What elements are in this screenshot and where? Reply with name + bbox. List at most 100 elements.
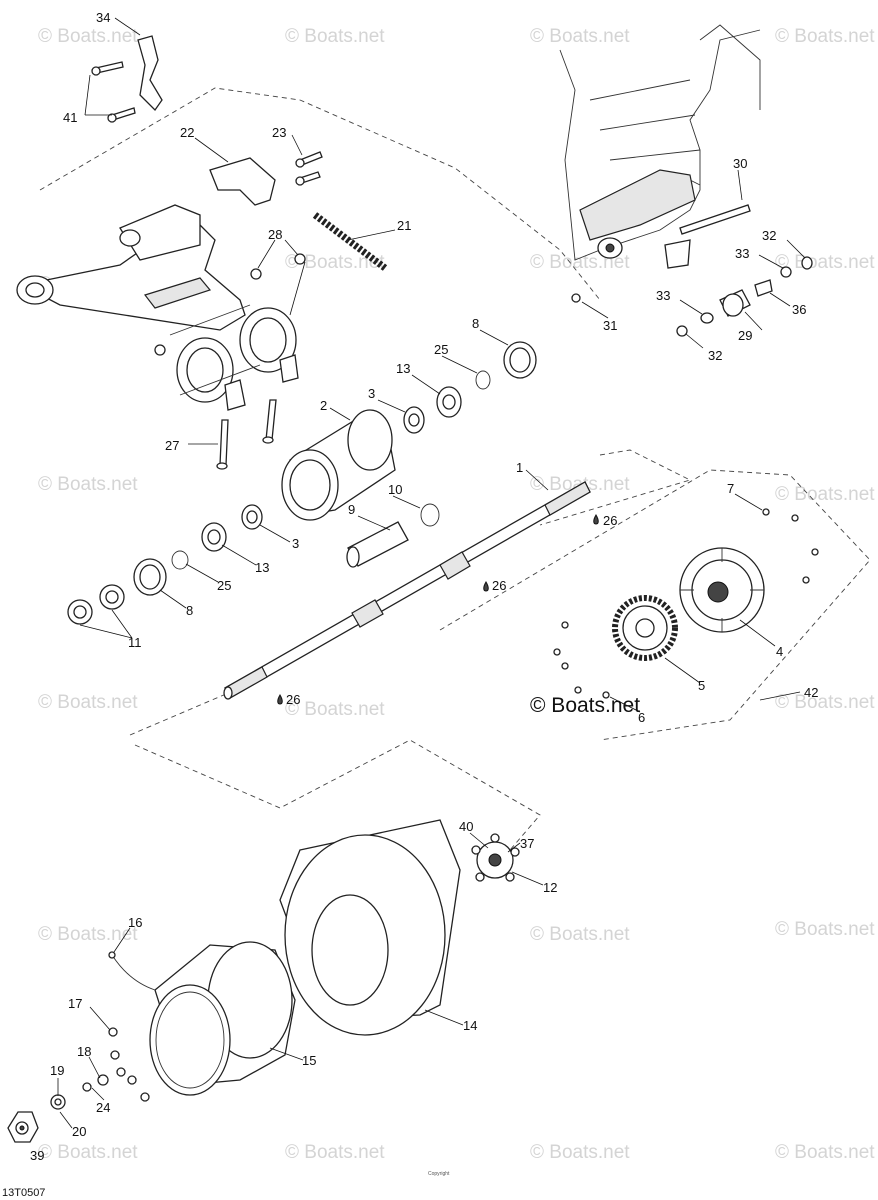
part-1-rear-axle [223,481,591,700]
part-25-clip [475,370,491,390]
swingarm-group-outline [39,87,601,301]
callout-31: 31 [603,318,617,333]
watermark: © Boats.net [530,26,630,47]
callout-13: 13 [255,560,269,575]
part-30-bolt [679,204,751,235]
copyright-text: Copyright [428,1171,450,1177]
callout-11: 11 [128,635,142,650]
watermark: © Boats.net [38,1142,138,1163]
callout-23: 23 [272,125,286,140]
callout-16: 16 [128,915,142,930]
callout-21: 21 [397,218,411,233]
callout-12: 12 [543,880,557,895]
callout-33: 33 [735,246,749,261]
callout-18: 18 [77,1044,91,1059]
callout-4: 4 [776,644,783,659]
callout-8: 8 [472,316,479,331]
watermark: © Boats.net [38,692,138,713]
watermark: © Boats.net [285,1142,385,1163]
callout-25: 25 [434,342,448,357]
callout-8: 8 [186,603,193,618]
part-22-chain-guide [209,157,276,206]
part-10-ring [420,503,440,527]
part-27-bolts [216,399,277,470]
callout-19: 19 [50,1063,64,1078]
callout-13: 13 [396,361,410,376]
watermark: © Boats.net [285,252,385,273]
part-15-rim [149,941,296,1096]
callout-26: 26 [492,578,506,593]
callout-3: 3 [292,536,299,551]
part-32-nut [801,256,813,270]
watermark: © Boats.net [38,474,138,495]
watermark: © Boats.net [775,252,875,273]
oil-drop-icon [483,581,489,592]
sprocket-assembly [612,547,765,661]
part-39-hub-cap [7,1111,39,1143]
callout-37: 37 [520,836,534,851]
callout-14: 14 [463,1018,477,1033]
part-36-spacer [754,279,773,297]
axle-group-outline [129,449,692,736]
wheel-group-outline [134,739,541,851]
callout-27: 27 [165,438,179,453]
callout-30: 30 [733,156,747,171]
lubricant-markers [277,514,599,705]
part-33-washer [780,266,792,278]
part-25-clip-b [171,550,189,570]
part-32-nut-b [676,325,688,337]
frame-section [559,24,761,269]
callout-24: 24 [96,1100,110,1115]
watermark: © Boats.net [775,26,875,47]
callout-26: 26 [603,513,617,528]
callout-42: 42 [804,685,818,700]
part-41-bolts [91,61,136,123]
callout-40: 40 [459,819,473,834]
callout-32: 32 [762,228,776,243]
sprocket-bolts [553,508,819,699]
callout-32: 32 [708,348,722,363]
watermark: © Boats.net [38,924,138,945]
part-34-bracket [137,35,163,112]
frame-hardware [571,204,813,337]
callout-26: 26 [286,692,300,707]
axle-housing [281,409,396,521]
callout-10: 10 [388,482,402,497]
watermark-layer: © Boats.net © Boats.net © Boats.net © Bo… [38,26,875,1163]
part-12-wheel-hub [471,833,520,882]
callout-29: 29 [738,328,752,343]
sprocket-group-outline [439,469,871,741]
callout-36: 36 [792,302,806,317]
callout-20: 20 [72,1124,86,1139]
callout-3: 3 [368,386,375,401]
callout-9: 9 [348,502,355,517]
callout-33: 33 [656,288,670,303]
watermark: © Boats.net [285,699,385,720]
watermark: © Boats.net [775,919,875,940]
part-28-nuts [250,253,306,280]
callout-28: 28 [268,227,282,242]
part-14-tire [279,819,461,1036]
watermark: © Boats.net [775,1142,875,1163]
callout-41: 41 [63,110,77,125]
watermark: © Boats.net [530,924,630,945]
callout-17: 17 [68,996,82,1011]
oil-drop-icon [593,514,599,525]
part-23-bolts [295,151,323,186]
diagram-code: 13T0507 [2,1187,45,1199]
callout-1: 1 [516,460,523,475]
watermark: © Boats.net [775,692,875,713]
part-16-valve-stem [111,954,156,991]
part-callouts: 34 41 22 23 21 28 27 30 31 32 32 33 33 3… [30,10,818,1163]
swing-arm [16,204,299,411]
watermark: © Boats.net [38,26,138,47]
callout-2: 2 [320,398,327,413]
part-31-nut [571,293,581,303]
callout-25: 25 [217,578,231,593]
bearings-and-seals [67,341,537,625]
brand-watermark: © Boats.net [530,694,640,717]
watermark: © Boats.net [775,484,875,505]
callout-15: 15 [302,1053,316,1068]
part-33-washer-b [700,312,714,324]
